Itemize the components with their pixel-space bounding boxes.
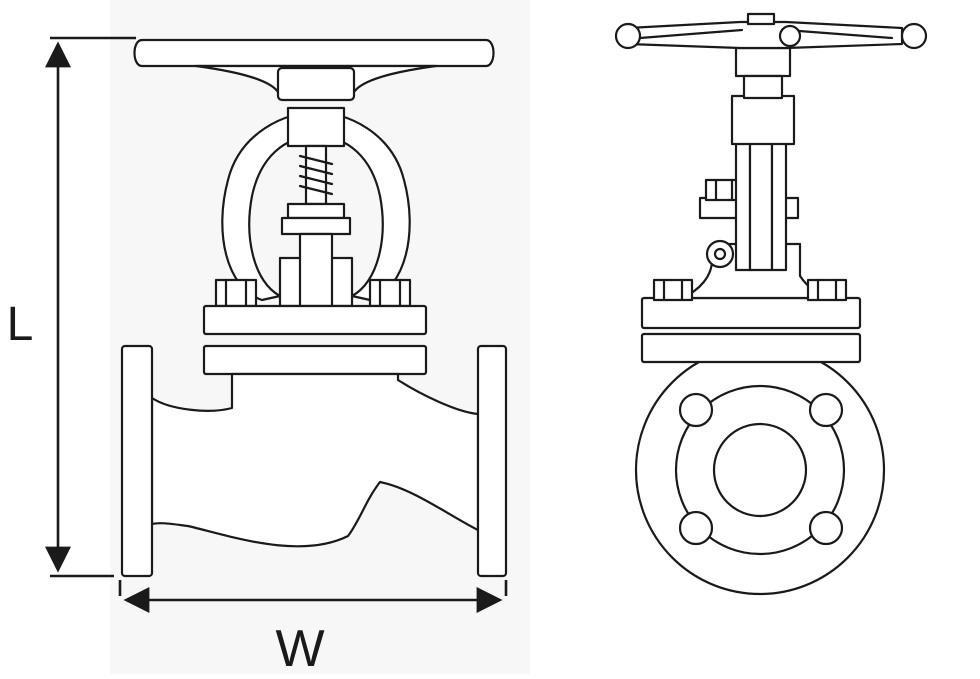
bolt-hole-2: [808, 392, 844, 428]
gland: [280, 216, 352, 236]
side-hub-neck: [742, 74, 784, 100]
packing-inner: [298, 232, 334, 308]
length-label: L: [7, 298, 34, 351]
side-wheel-knob-center: [778, 24, 802, 48]
side-bolt-left: [652, 278, 694, 302]
valve-body: [150, 372, 480, 548]
dimension-lines: [45, 36, 508, 613]
side-view: [614, 12, 928, 596]
front-view: [120, 38, 508, 578]
side-lug-hole: [713, 247, 727, 261]
side-flange-top: [640, 296, 862, 330]
side-wheel-knob-left: [614, 22, 642, 50]
side-stem-nut: [730, 94, 796, 146]
hub-nut: [276, 66, 356, 102]
bolt-hole-1: [678, 392, 714, 428]
bonnet-flange-bottom: [202, 344, 428, 376]
bolt-left: [214, 278, 258, 308]
bonnet-flange-top: [202, 304, 428, 336]
handwheel: [133, 38, 495, 68]
side-yoke-left: [734, 138, 752, 272]
side-flange-bottom: [640, 332, 862, 364]
gland-top: [286, 202, 346, 220]
stem-nut: [286, 106, 346, 148]
side-bolt-right: [806, 278, 848, 302]
side-wheel-cap: [746, 12, 776, 26]
side-wheel-knob-right: [900, 22, 928, 50]
end-flange-left: [120, 344, 154, 578]
side-hub: [734, 46, 792, 78]
width-label: W: [275, 620, 324, 674]
bolt-right: [368, 278, 412, 308]
side-yoke-right: [770, 138, 788, 272]
stem-thread: [298, 154, 334, 196]
flange-bore: [712, 422, 808, 518]
bolt-hole-3: [678, 510, 714, 546]
stem: [304, 144, 328, 206]
bolt-hole-4: [808, 510, 844, 546]
end-flange-right: [476, 344, 508, 578]
